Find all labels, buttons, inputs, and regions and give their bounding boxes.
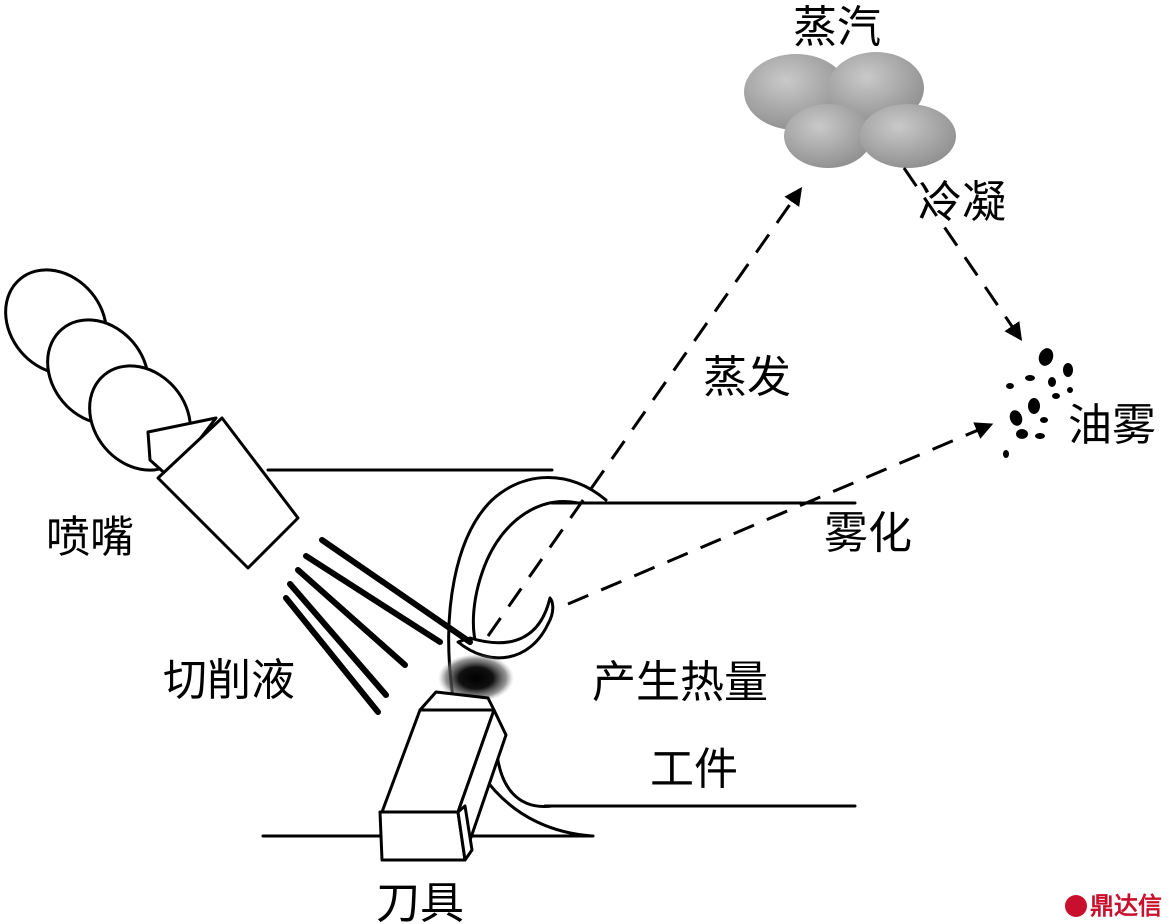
- atomize-arrow: [567, 422, 994, 606]
- label-evaporate: 蒸发: [703, 352, 791, 403]
- label-heat: 产生热量: [592, 657, 768, 708]
- chip: [456, 596, 555, 660]
- oil-mist-droplets: [1003, 348, 1073, 458]
- process-arrows: [486, 167, 1023, 637]
- workpiece: [261, 468, 857, 838]
- label-workpiece: 工件: [650, 744, 738, 795]
- label-oil-mist: 油雾: [1068, 400, 1156, 451]
- cutting-tool: [378, 690, 508, 862]
- nozzle: [4, 268, 300, 570]
- label-tool: 刀具: [376, 878, 464, 924]
- evaporate-arrow: [486, 187, 803, 637]
- watermark-logo-icon: [1065, 895, 1087, 917]
- label-cutting-fluid: 切削液: [163, 655, 295, 706]
- heat-zone: [438, 654, 514, 702]
- watermark-text: 鼎达信: [1090, 892, 1162, 920]
- steam-cloud: [744, 52, 956, 168]
- label-atomize: 雾化: [824, 508, 912, 559]
- cutting-fluid-jets: [283, 537, 473, 715]
- label-condense: 冷凝: [918, 177, 1006, 228]
- label-steam: 蒸汽: [793, 2, 881, 53]
- label-nozzle: 喷嘴: [46, 512, 134, 563]
- watermark: 鼎达信: [1065, 892, 1162, 920]
